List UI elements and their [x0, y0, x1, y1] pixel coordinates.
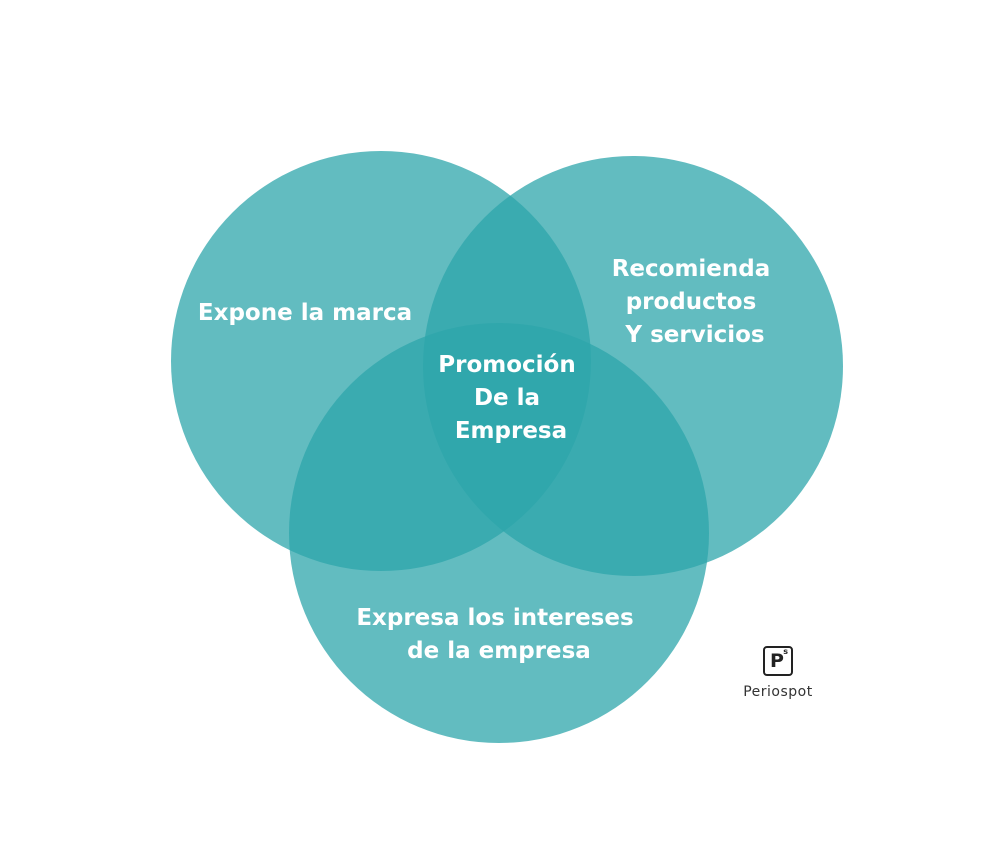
label-right-line-3: Y servicios	[624, 322, 764, 348]
logo-mark-superscript: s	[783, 647, 788, 656]
logo-mark: P s	[763, 646, 793, 676]
label-right: Recomienda productos Y servicios	[612, 256, 779, 348]
label-bottom-line-2: de la empresa	[407, 638, 591, 664]
label-bottom-line-1: Expresa los intereses	[356, 605, 633, 631]
logo-name: Periospot	[743, 684, 813, 700]
logo-mark-letter: P	[770, 650, 784, 672]
label-center-line-1: Promoción	[438, 352, 575, 378]
label-left: Expone la marca	[198, 300, 412, 326]
label-left-line-1: Expone la marca	[198, 300, 412, 326]
label-right-line-1: Recomienda	[612, 256, 771, 282]
label-center-line-3: Empresa	[455, 418, 567, 444]
label-right-line-2: productos	[626, 289, 757, 315]
label-center: Promoción De la Empresa	[438, 352, 583, 444]
periospot-logo: P s Periospot	[728, 646, 828, 700]
label-center-line-2: De la	[474, 385, 540, 411]
label-bottom: Expresa los intereses de la empresa	[356, 605, 641, 664]
circle-bottom	[289, 323, 709, 743]
